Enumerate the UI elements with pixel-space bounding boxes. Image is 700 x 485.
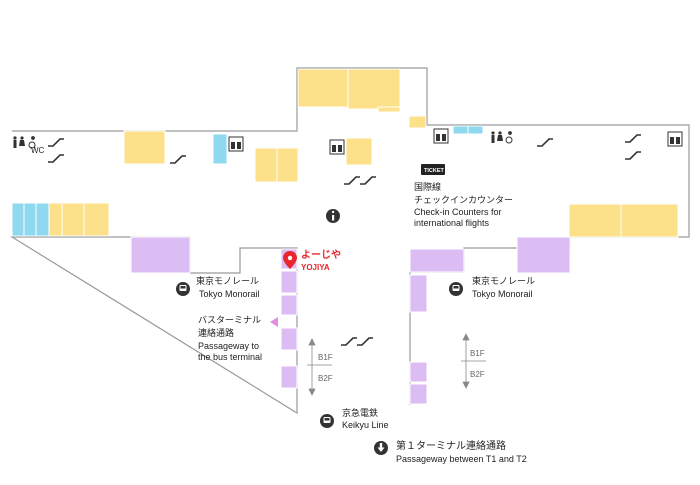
toilet-icon [491,131,503,143]
down-arrow-circle-icon [374,441,388,455]
train-icon [449,282,463,296]
intl-label-ja-1: 国際線 [414,182,442,192]
elevator-icon [329,139,345,155]
floor-b2f-right: B2F [470,370,485,379]
location-pin-icon [283,251,297,269]
floor-outline [9,67,690,415]
elevator-icon [667,131,683,147]
purple-areas [130,236,571,405]
floor-level-arrows [307,333,486,396]
accessible-toilet-icon [505,131,513,144]
keikyu-label-en: Keikyu Line [342,420,389,430]
bus-label-ja-1: バスターミナル [198,315,262,325]
train-icon [320,414,334,428]
elevator-icon [228,136,244,152]
monorail-left-en: Tokyo Monorail [199,289,260,299]
floor-b1f-left: B1F [318,353,333,362]
floor-b1f-right: B1F [470,349,485,358]
t1t2-label-en: Passageway between T1 and T2 [396,454,527,464]
ticket-label: TICKET [424,168,445,174]
bus-label-ja-2: 連絡通路 [198,328,235,338]
intl-label-ja-2: チェックインカウンター [414,195,514,205]
elevator-icon [433,128,449,144]
bus-passageway-arrow [270,317,278,327]
blue-service-areas [11,125,484,237]
keikyu-label-ja: 京急電鉄 [342,408,379,418]
bus-label-en-1: Passageway to [198,341,260,351]
monorail-left-ja: 東京モノレール [196,276,260,286]
intl-label-en-2: international flights [414,218,490,228]
intl-label-en-1: Check-in Counters for [414,207,502,217]
wc-label: WC [31,146,45,155]
bus-label-en-2: the bus terminal [198,352,263,362]
info-icon [326,209,340,223]
yojiya-label-en: YOJIYA [301,263,330,272]
monorail-right-ja: 東京モノレール [472,276,536,286]
yellow-shop-areas [48,68,679,238]
toilet-icon [13,136,25,148]
accessible-toilet-icon [28,136,36,149]
t1t2-label-ja: 第１ターミナル連絡通路 [396,441,506,452]
floor-b2f-left: B2F [318,374,333,383]
escalator-icon [48,134,641,346]
train-icon [176,282,190,296]
yojiya-label-ja: よーじや [301,250,341,261]
ticket-icon: TICKET [421,164,445,175]
monorail-right-en: Tokyo Monorail [472,289,533,299]
